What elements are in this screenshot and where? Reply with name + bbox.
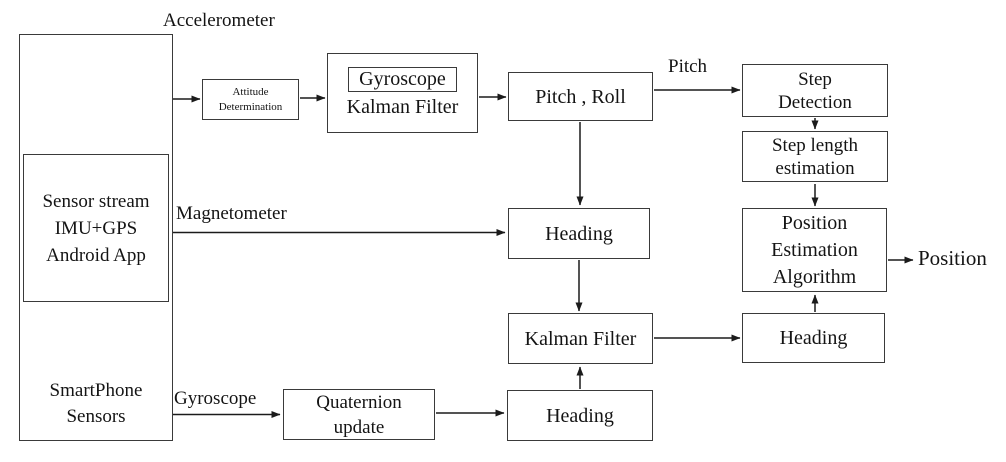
box-label-line: Kalman Filter: [346, 96, 459, 118]
step-detection-box: Step Detection: [742, 64, 888, 117]
box-label-line: update: [333, 416, 385, 438]
box-label-line: Estimation: [771, 238, 858, 261]
gyroscope-edge-label: Gyroscope: [174, 388, 257, 409]
pitch-edge-label: Pitch: [668, 56, 708, 77]
box-label-line: Quaternion: [316, 391, 402, 413]
box-label-line: Position: [781, 211, 848, 234]
box-label-line: Step length: [771, 134, 859, 156]
attitude-determination-box: Attitude Determination: [202, 79, 299, 120]
box-label-line: Sensors: [66, 406, 126, 427]
accelerometer-edge-label: Accelerometer: [163, 10, 275, 31]
box-label-line: Heading: [545, 222, 613, 245]
box-label-line: Kalman Filter: [524, 327, 637, 350]
heading-mid-box: Heading: [508, 208, 650, 259]
heading-bottom-box: Heading: [507, 390, 653, 441]
box-label-line: IMU+GPS: [54, 217, 138, 239]
box-label-line: Attitude: [232, 85, 269, 98]
heading-right-box: Heading: [742, 313, 885, 363]
sensor-stream-box: Sensor stream IMU+GPS Android App: [23, 154, 169, 302]
box-label-line: SmartPhone: [49, 380, 143, 401]
gyroscope-inner-box: Gyroscope: [348, 67, 457, 92]
pitch-roll-box: Pitch , Roll: [508, 72, 653, 121]
box-label-line: Determination: [218, 100, 283, 113]
kalman-filter-box: Kalman Filter: [508, 313, 653, 364]
step-length-estimation-box: Step length estimation: [742, 131, 888, 182]
box-label-line: Android App: [46, 244, 146, 266]
box-label-line: Heading: [546, 404, 614, 427]
smartphone-sensors-label: SmartPhone Sensors: [19, 378, 173, 430]
box-label-line: Algorithm: [772, 265, 857, 288]
box-label-line: Detection: [778, 91, 852, 113]
box-label-line: Pitch , Roll: [535, 85, 626, 108]
gyroscope-kalman-filter-box: Gyroscope Kalman Filter: [327, 53, 478, 133]
box-label-line: estimation: [775, 157, 855, 179]
box-label-line: Gyroscope: [359, 68, 446, 90]
box-label-line: Heading: [779, 327, 848, 349]
quaternion-update-box: Quaternion update: [283, 389, 435, 440]
position-estimation-algorithm-box: Position Estimation Algorithm: [742, 208, 887, 292]
box-label-line: Sensor stream: [42, 190, 150, 212]
smartphone-sensors-container-box: [19, 34, 173, 441]
position-edge-label: Position: [918, 246, 987, 270]
magnetometer-edge-label: Magnetometer: [176, 203, 287, 224]
box-label-line: Step: [798, 68, 832, 90]
